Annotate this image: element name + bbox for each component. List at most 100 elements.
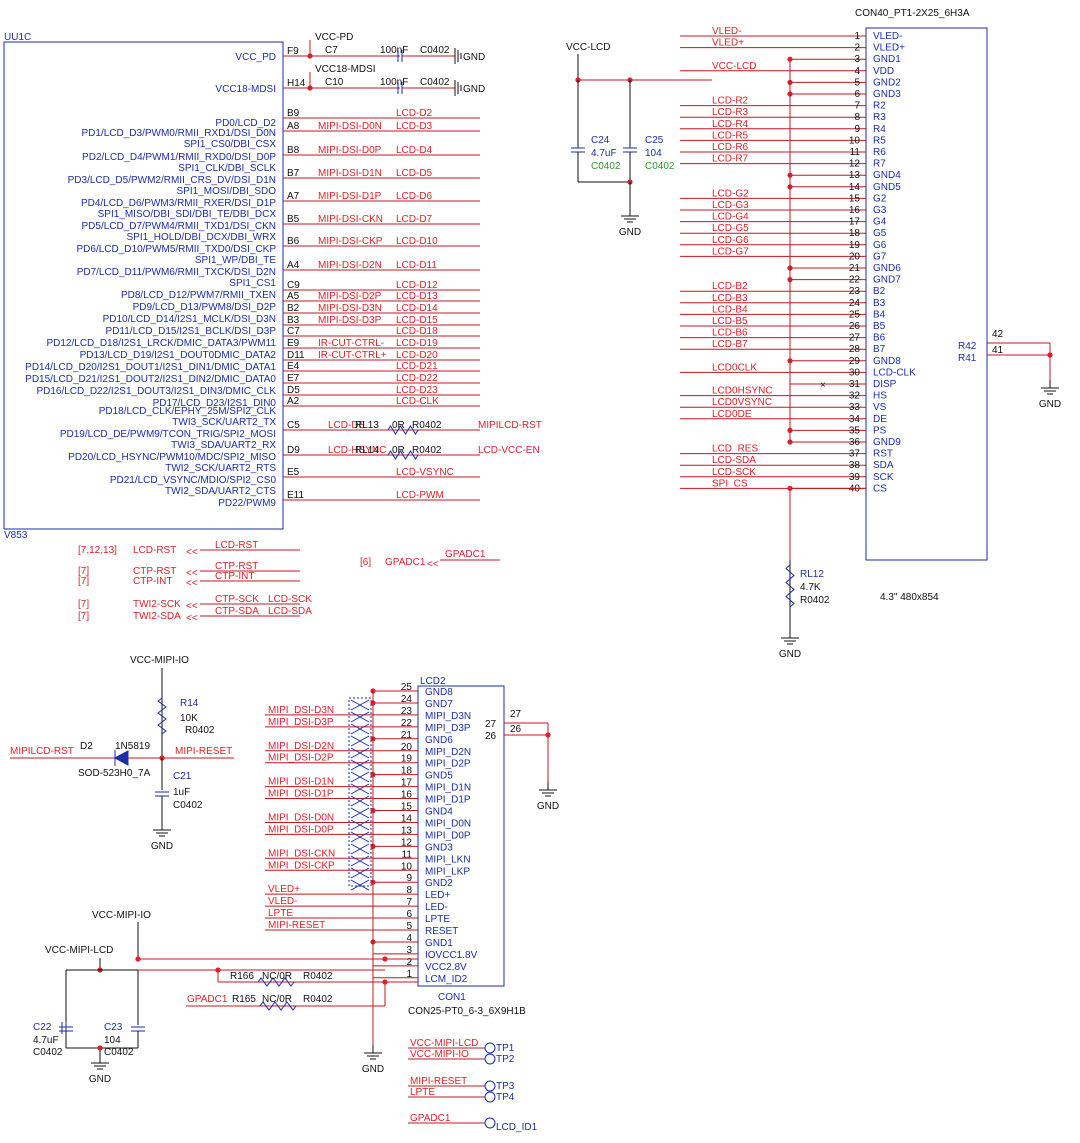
offpage-signal: TWI2-SDA	[133, 611, 181, 622]
net-label: LCD_RES	[712, 444, 758, 455]
pin-name: MIPI_LKN	[425, 854, 471, 865]
pin-number: 10	[849, 135, 861, 146]
pin-name: PD10/LCD_D14/I2S1_MCLK/DSI_D3N	[103, 314, 276, 325]
net-label: LCD-G6	[712, 235, 749, 246]
pin-name: RST	[873, 449, 893, 460]
pin-number: 12	[849, 159, 861, 170]
supply-label: VCC-MIPI-IO	[130, 655, 189, 666]
offpage-arrow: <<	[186, 547, 198, 558]
pin-number: 2	[854, 43, 860, 54]
pin-name: PD8/LCD_D12/PWM7/RMII_TXEN	[121, 290, 276, 301]
cap-ref: C23	[104, 1022, 123, 1033]
resistor-zigzag	[257, 977, 295, 987]
connector-body	[417, 685, 505, 987]
pin-name: PD17/LCD_D23/I2S1_DIN0	[153, 398, 277, 409]
pin-name: G4	[873, 217, 887, 228]
pin-name: PD19/LCD_DE/PWM9/TCON_TRIG/SPI2_MOSI	[60, 429, 276, 440]
net-label: LCD-D13	[396, 291, 438, 302]
net-label-mipi: MIPI-DSI-D1P	[318, 191, 382, 202]
pin-name: GND5	[873, 182, 901, 193]
cap-ref: C7	[325, 45, 338, 56]
pin-name: HS	[873, 391, 887, 402]
net-label: LCD0CLK	[712, 362, 757, 373]
crossover-line	[350, 819, 370, 831]
pin-name: R4	[873, 124, 886, 135]
pin-name: IOVCC1.8V	[425, 950, 478, 961]
net-label: CTP-RST	[215, 561, 258, 572]
pin-number: 24	[401, 694, 413, 705]
net-label: LCD-D4	[396, 145, 433, 156]
pin-number: B9	[287, 108, 300, 119]
pin-number: D5	[287, 385, 300, 396]
pin-number: 22	[401, 718, 413, 729]
cap-package: C0402	[173, 800, 203, 811]
resistor-value: NC/0R	[262, 971, 292, 982]
diode-package: SOD-523H0_7A	[78, 768, 151, 779]
net-label: LCD-G3	[712, 200, 749, 211]
part-ref: UU1C	[4, 32, 31, 43]
net-label: VCC-MIPI-LCD	[410, 1038, 478, 1049]
pin-name: LCD-CLK	[873, 367, 916, 378]
pin-alt-name: SPI1_MISO/DBI_SDI/DBI_TE/DBI_DCX	[98, 209, 277, 220]
net-label: LCD-D15	[396, 315, 438, 326]
net-label: MIPI_DSI-D2P	[268, 753, 334, 764]
offpage-signal: CTP-INT	[133, 576, 172, 587]
testpoint-circle	[484, 1117, 496, 1129]
pin-alt-name: TWI3_SDA/UART2_RX	[171, 440, 276, 451]
pin-name: GND6	[873, 263, 901, 274]
junction-dot	[382, 979, 388, 985]
pin-number: E5	[287, 467, 300, 478]
connector-title: CON40_PT1-2X25_6H3A	[855, 8, 970, 19]
resistor-zigzag	[387, 450, 419, 460]
pin-name: LED-	[425, 902, 448, 913]
net-label: MIPI_DSI-D0P	[268, 824, 334, 835]
net-label: LCD-D18	[396, 326, 438, 337]
net-label: LCD-B5	[712, 316, 748, 327]
pin-name: PD6/LCD_D10/PWM5/RMII_TXD0/DSI_CKP	[76, 244, 276, 255]
pin-number: A5	[287, 291, 300, 302]
pin-number: 23	[849, 286, 861, 297]
junction-dot	[382, 956, 388, 962]
pin-number: 4	[854, 66, 860, 77]
pin-name: DE	[873, 414, 887, 425]
pin-number: 6	[406, 909, 412, 920]
crossover-line	[350, 831, 370, 843]
pin-number: 13	[849, 170, 861, 181]
pin-number: 23	[401, 706, 413, 717]
diode-ref: D2	[80, 741, 93, 752]
net-label-mipi: MIPI-DSI-D3N	[318, 303, 382, 314]
pin-name: G2	[873, 193, 887, 204]
pin-name: GND3	[425, 842, 453, 853]
pin-name: PD15/LCD_D21/I2S1_DOUT2/I2S1_DIN2/DMIC_D…	[25, 374, 276, 385]
net-label: VLED+	[712, 38, 744, 49]
net-label: VLED+	[268, 884, 300, 895]
pin-number: 20	[401, 742, 413, 753]
net-label: LCD-B3	[712, 293, 748, 304]
net-label: MIPI_DSI-CKP	[268, 860, 335, 871]
pin-number: 5	[406, 921, 412, 932]
pin-name: GND2	[873, 77, 901, 88]
pin-name: MIPI_D3P	[425, 723, 471, 734]
pin-name: PD1/LCD_D3/PWM0/RMII_RXD1/DSI_D0N	[82, 128, 277, 139]
pin-name: PD21/LCD_VSYNC/MDIO/SPI2_CS0	[110, 475, 277, 486]
net-label: LCD-G7	[712, 246, 749, 257]
pin-name: MIPI_D0N	[425, 818, 471, 829]
net-label-mipi: MIPI-DSI-CKN	[318, 214, 383, 225]
pin-name: PS	[873, 425, 887, 436]
part-package: CON25-PT0_6-3_6X9H1B	[408, 1006, 526, 1017]
pin-number: 37	[849, 449, 861, 460]
resistor-value: 10K	[180, 713, 198, 724]
pin-number: 24	[849, 298, 861, 309]
pin-name: PD20/LCD_HSYNC/PWM10/MDC/SPI2_MISO	[68, 452, 276, 463]
pin-name: GND5	[425, 771, 453, 782]
pin-name: B6	[873, 333, 886, 344]
pin-name: PD22/PWM9	[218, 498, 276, 509]
net-label: LCD-G5	[712, 223, 749, 234]
cap-value: 1uF	[173, 787, 190, 798]
net-label-mipi: MIPI-DSI-D1N	[318, 168, 382, 179]
pin-name: PD4/LCD_D6/PWM3/RMII_RXER/DSI_D1P	[81, 198, 276, 209]
pin-number: B2	[287, 303, 300, 314]
pin-number: A4	[287, 260, 300, 271]
testpoint-ref: TP3	[496, 1081, 515, 1092]
